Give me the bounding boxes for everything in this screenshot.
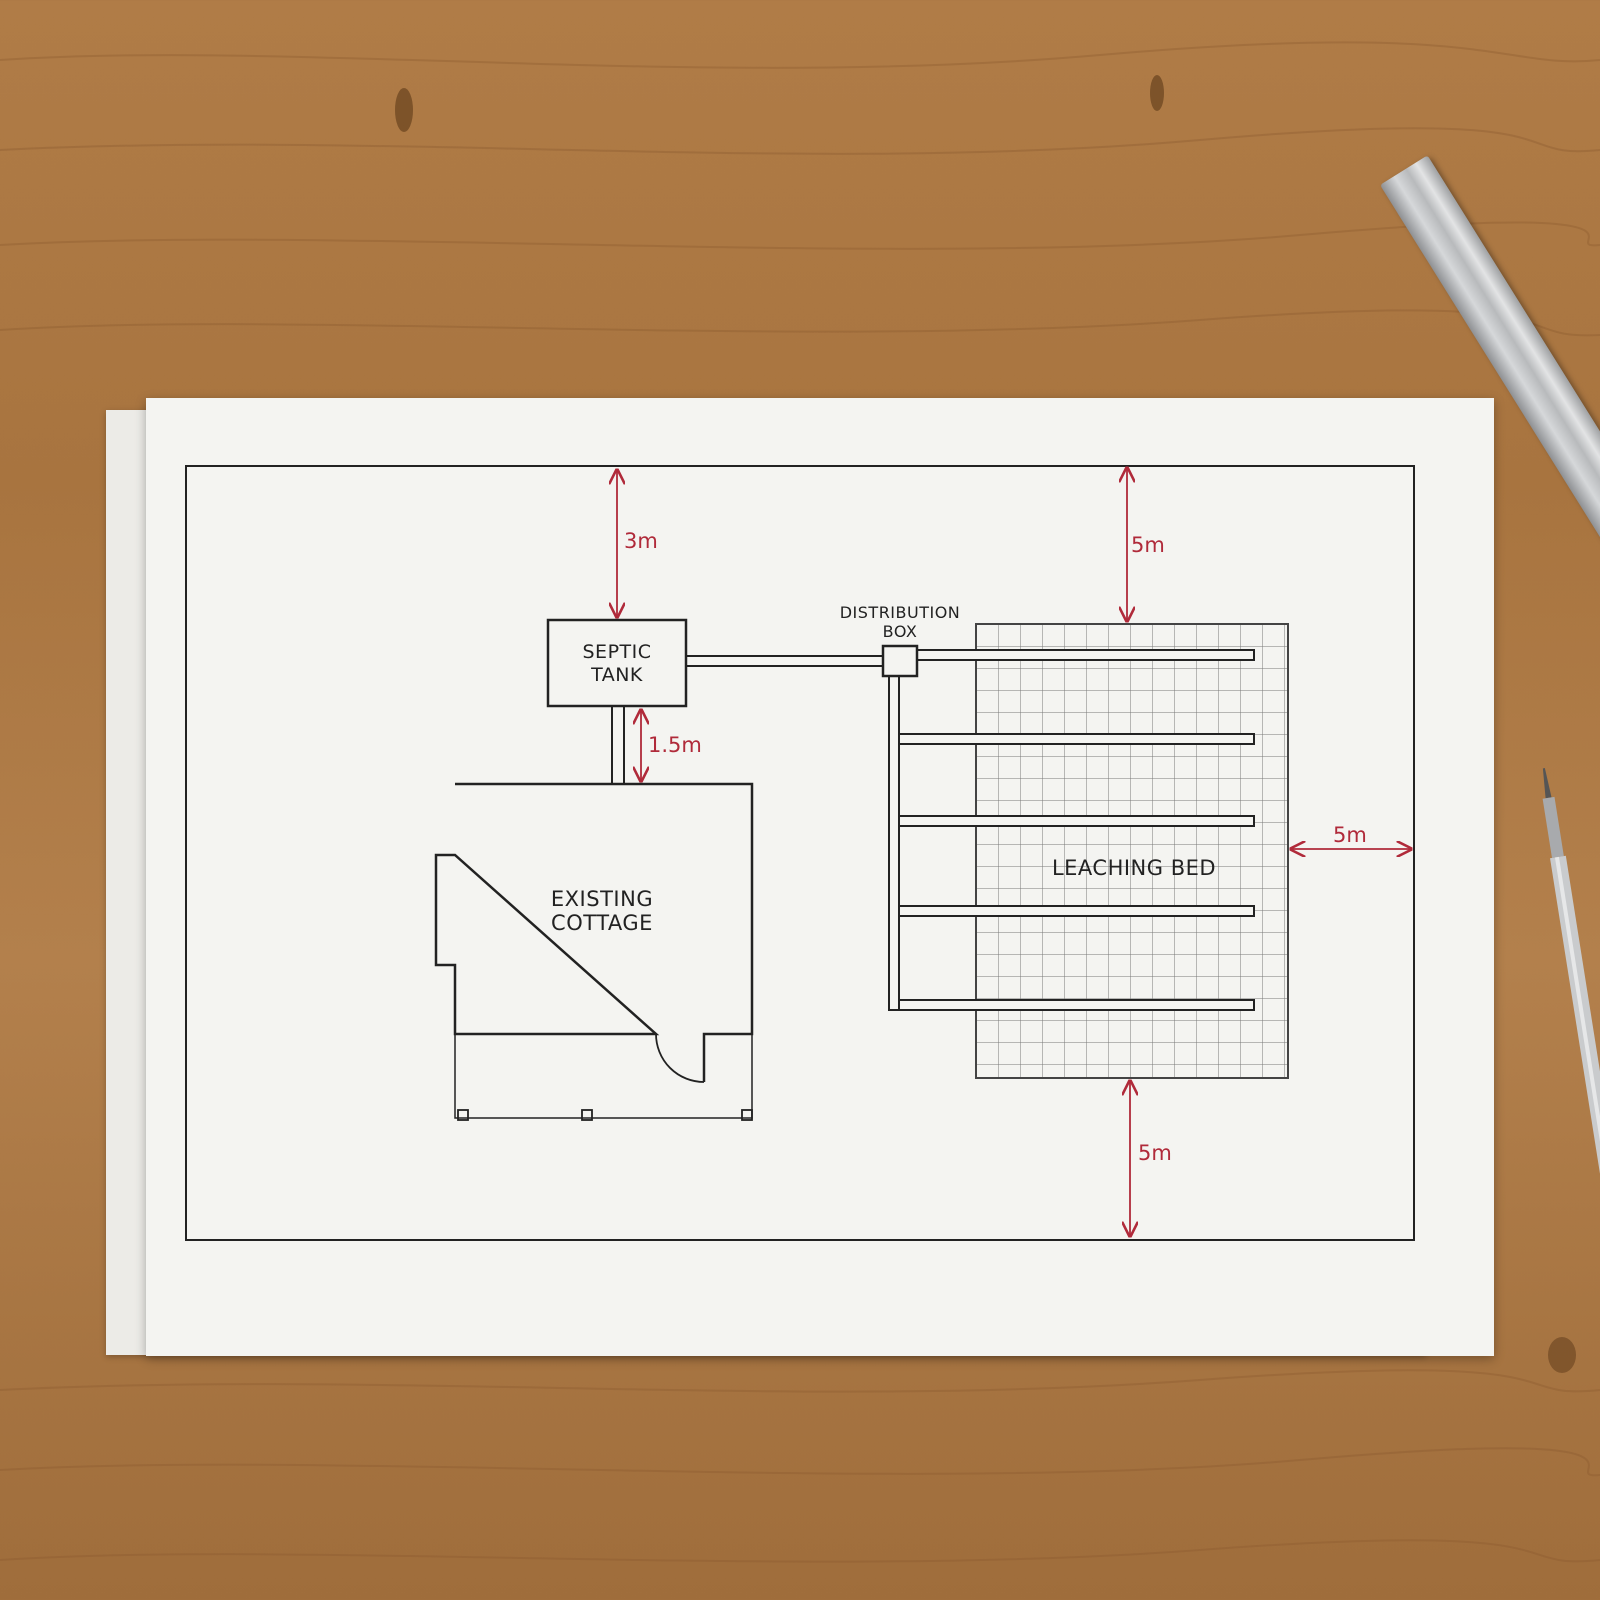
cottage-label-line2: COTTAGE: [551, 911, 653, 935]
property-boundary: [185, 465, 1415, 1241]
distribution-pipes: [611, 649, 1255, 1011]
septic-tank: SEPTIC TANK: [546, 618, 688, 708]
distribution-box: DISTRIBUTION BOX: [840, 603, 961, 678]
existing-cottage: [434, 782, 754, 1121]
dim-label-tank-cottage: 1.5m: [648, 733, 702, 757]
septic-tank-label-line1: SEPTIC: [583, 641, 652, 663]
distribution-box-label-line2: BOX: [883, 622, 918, 641]
dim-label-bed-bottom: 5m: [1138, 1141, 1172, 1165]
dim-label-bed-top: 5m: [1131, 533, 1165, 557]
dim-label-tank-boundary: 3m: [624, 529, 658, 553]
distribution-box-label-line1: DISTRIBUTION: [840, 603, 961, 622]
mechanical-pencil: [1542, 767, 1600, 1234]
dimension-lines: [617, 468, 1411, 1236]
cottage-label-line1: EXISTING: [551, 887, 653, 911]
dim-label-bed-right: 5m: [1333, 823, 1367, 847]
leaching-bed-label: LEACHING BED: [1052, 856, 1216, 880]
septic-tank-label-line2: TANK: [590, 664, 643, 686]
